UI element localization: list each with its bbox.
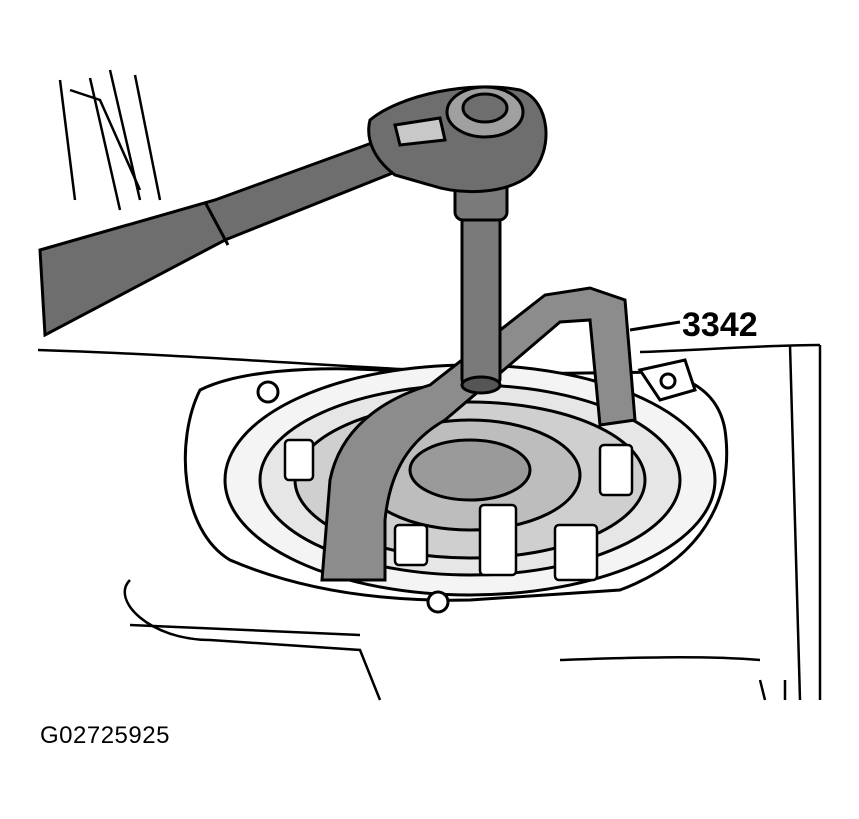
ratchet-wrench: [38, 85, 548, 338]
figure-id: G02725925: [40, 722, 170, 749]
callout-3342: 3342: [629, 306, 758, 344]
bolt-holes: [256, 358, 697, 614]
callout-label: 3342: [682, 306, 758, 344]
callout-leader-line: [629, 320, 681, 332]
extension-bar: [453, 173, 509, 395]
special-tool-3342: [320, 286, 637, 582]
